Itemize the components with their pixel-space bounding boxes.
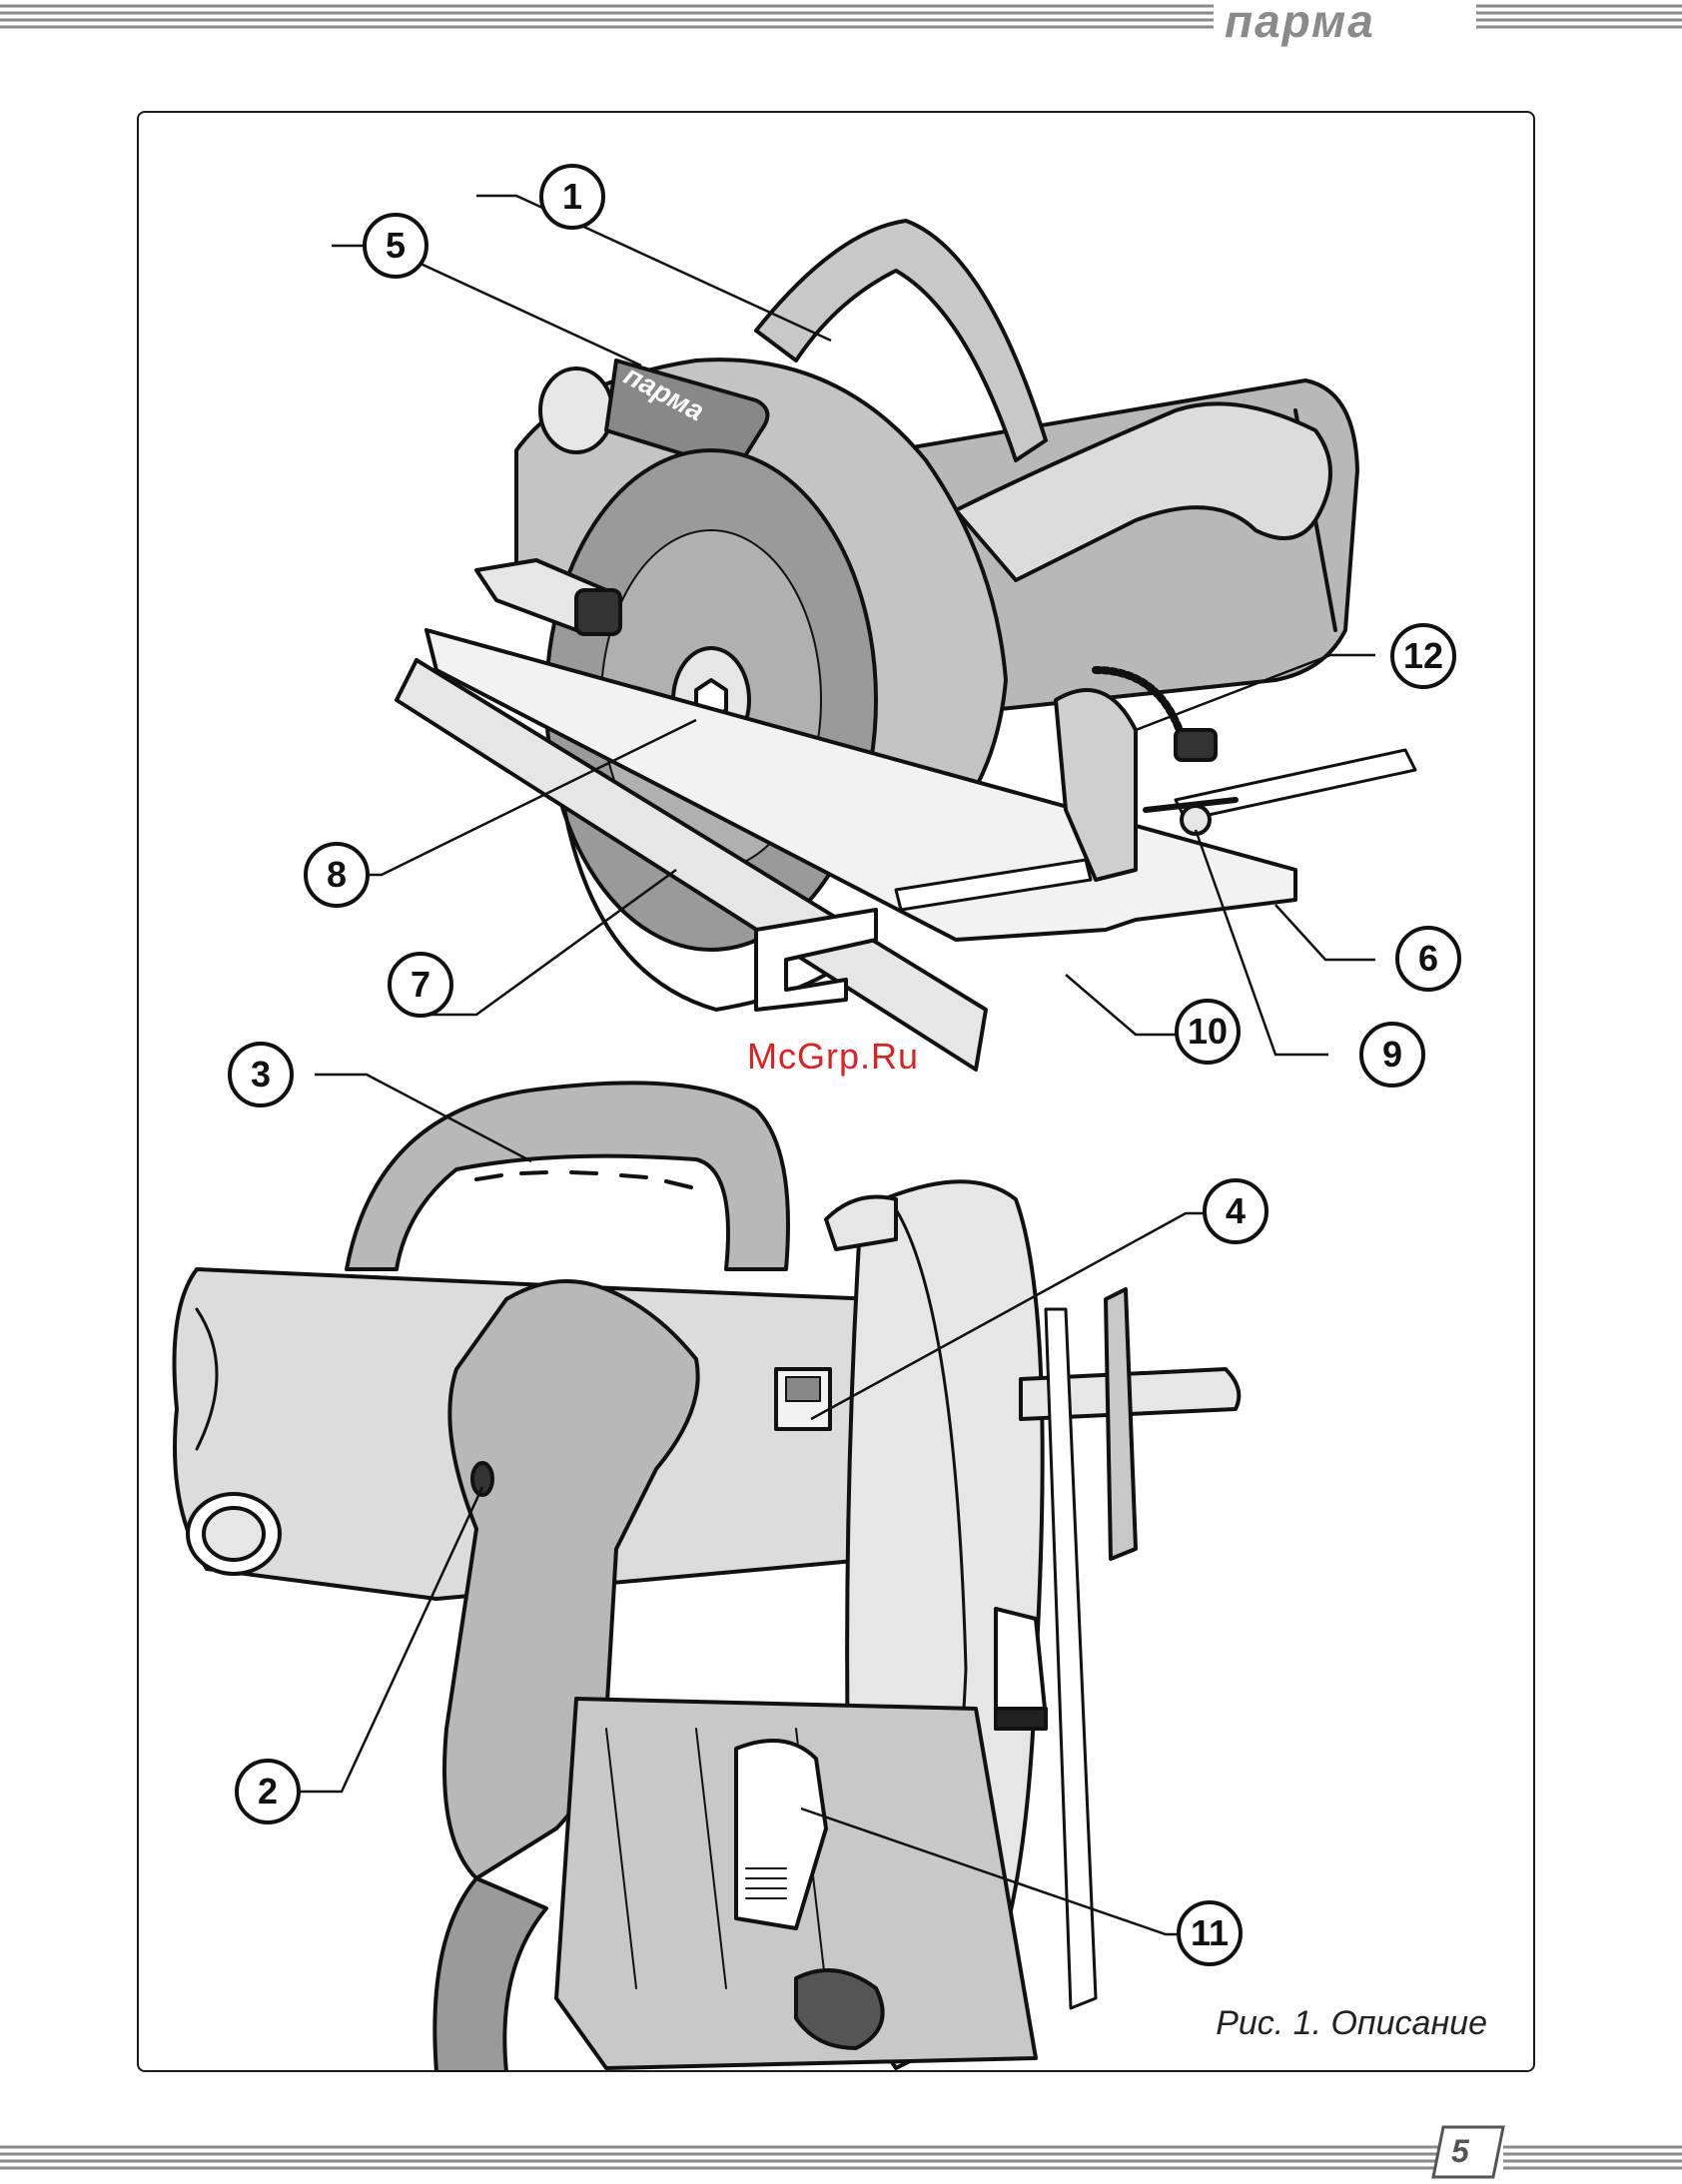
figure-caption: Рис. 1. Описание bbox=[1216, 2004, 1487, 2043]
callout-6: 6 bbox=[1395, 926, 1461, 992]
saw-illustration bbox=[137, 111, 1535, 2072]
callout-label: 3 bbox=[251, 1057, 271, 1092]
callout-5: 5 bbox=[363, 213, 428, 279]
brand-logo: пармa bbox=[1225, 0, 1375, 48]
callout-8: 8 bbox=[304, 842, 370, 908]
callout-label: 4 bbox=[1226, 1193, 1246, 1229]
watermark: McGrp.Ru bbox=[747, 1036, 919, 1078]
callout-label: 9 bbox=[1382, 1037, 1402, 1073]
callout-label: 5 bbox=[386, 228, 406, 264]
callout-1: 1 bbox=[539, 164, 605, 230]
callout-label: 1 bbox=[562, 179, 582, 215]
callout-2: 2 bbox=[235, 1759, 301, 1824]
callout-label: 11 bbox=[1191, 1915, 1229, 1951]
callout-4: 4 bbox=[1203, 1178, 1268, 1244]
callout-7: 7 bbox=[388, 952, 453, 1018]
callout-9: 9 bbox=[1359, 1022, 1425, 1088]
callout-3: 3 bbox=[228, 1042, 294, 1107]
callout-11: 11 bbox=[1177, 1900, 1243, 1966]
callout-label: 12 bbox=[1403, 638, 1443, 674]
page-number: 5 bbox=[1451, 2133, 1469, 2170]
callout-label: 6 bbox=[1418, 941, 1438, 977]
callout-label: 10 bbox=[1188, 1014, 1228, 1050]
power-cord bbox=[434, 1878, 546, 2072]
callout-10: 10 bbox=[1175, 999, 1241, 1065]
header-stripes bbox=[0, 0, 1682, 40]
callout-label: 2 bbox=[258, 1774, 278, 1810]
callout-12: 12 bbox=[1390, 623, 1456, 689]
footer-stripes bbox=[0, 2117, 1682, 2184]
callout-label: 7 bbox=[411, 967, 430, 1003]
rear-handle-loop bbox=[347, 1083, 788, 1269]
callout-label: 8 bbox=[327, 857, 347, 893]
